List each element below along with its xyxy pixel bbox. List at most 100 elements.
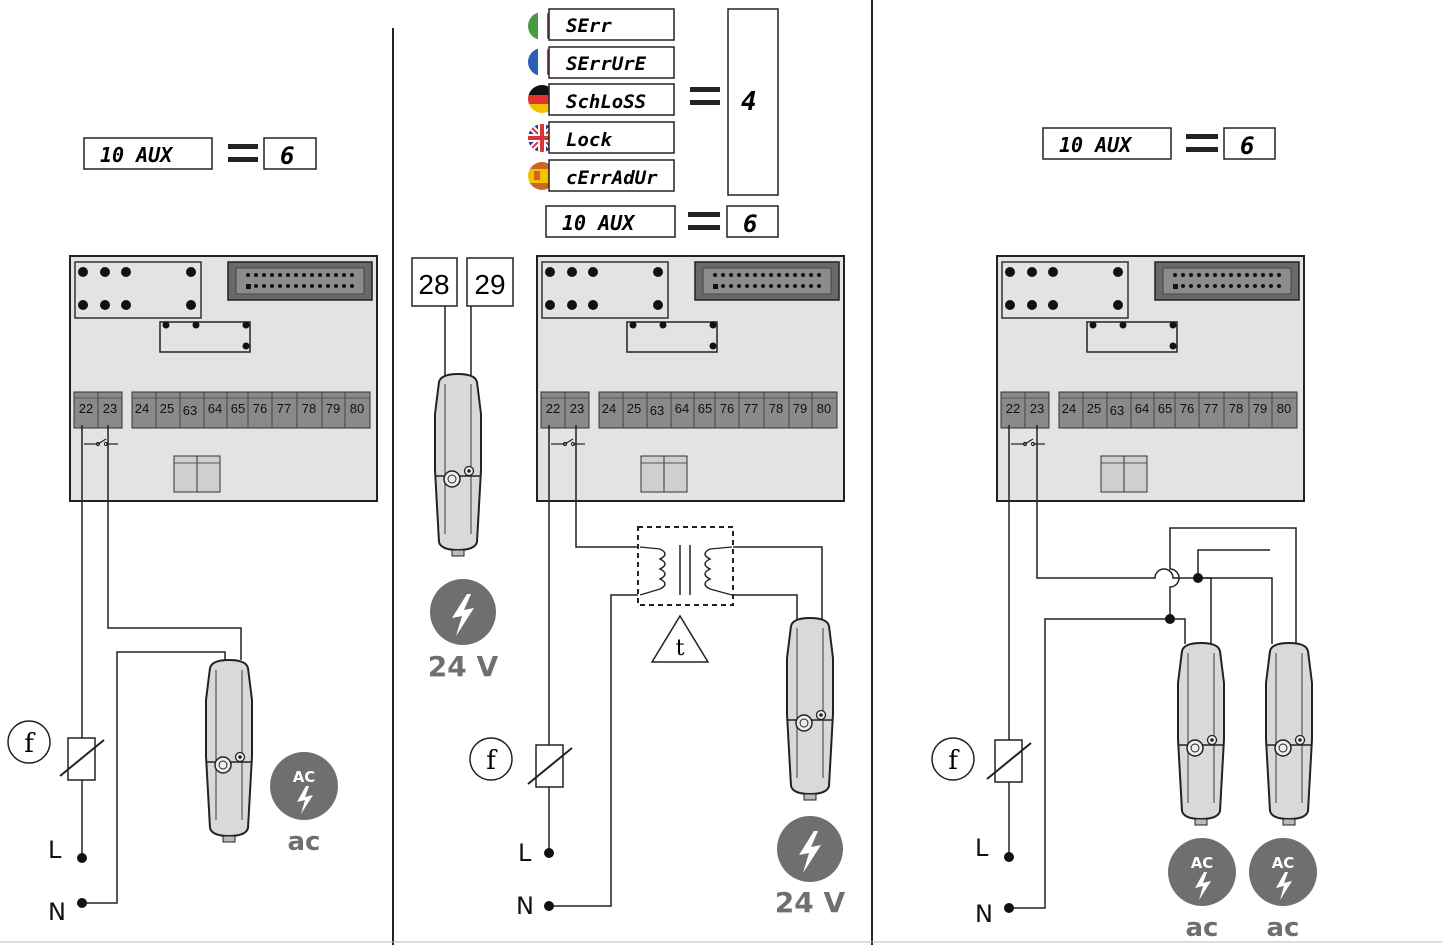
wiring-center bbox=[548, 425, 823, 907]
terminal-label-23: 23 bbox=[103, 401, 117, 416]
voltage-badge-24v-left: 24 V bbox=[428, 579, 499, 683]
ac-caption: ac bbox=[1186, 913, 1219, 943]
terminal-label-25: 25 bbox=[160, 401, 174, 416]
ac-badge: AC ac bbox=[1249, 838, 1317, 943]
terminal-label-77: 77 bbox=[277, 401, 291, 416]
wiring-right bbox=[1008, 425, 1297, 909]
terminal-label-63: 63 bbox=[1110, 403, 1124, 418]
terminal-28-label: 28 bbox=[418, 269, 449, 300]
terminal-dot-l bbox=[544, 848, 554, 858]
terminal-label-22: 22 bbox=[1006, 401, 1020, 416]
fuse-symbol: f bbox=[24, 729, 36, 759]
fuse-center: f bbox=[469, 737, 573, 788]
ac-badge-text: AC bbox=[293, 768, 316, 786]
neutral-label: N bbox=[975, 900, 993, 928]
terminal-label-76: 76 bbox=[720, 401, 734, 416]
terminal-label-24: 24 bbox=[602, 401, 616, 416]
param-code-text: 10 AUX bbox=[1059, 133, 1133, 157]
wiring-left bbox=[81, 425, 242, 904]
terminal-label-76: 76 bbox=[253, 401, 267, 416]
junction-dot bbox=[1165, 614, 1175, 624]
terminal-label-25: 25 bbox=[627, 401, 641, 416]
terminal-label-78: 78 bbox=[302, 401, 316, 416]
param-display-right: 10 AUX 6 bbox=[1042, 127, 1276, 160]
terminal-label-63: 63 bbox=[650, 403, 664, 418]
param-value-text: 6 bbox=[1240, 132, 1254, 160]
terminal-28-29: 28 29 bbox=[411, 257, 514, 378]
param-display-left: 10 AUX 6 bbox=[83, 137, 317, 170]
terminal-label-79: 79 bbox=[326, 401, 340, 416]
terminal-label-76: 76 bbox=[1180, 401, 1194, 416]
terminal-dot-l bbox=[77, 853, 87, 863]
param-display-center: 10 AUX 6 bbox=[545, 205, 779, 238]
param-code-text: 10 AUX bbox=[562, 211, 636, 235]
terminal-dot-n bbox=[77, 898, 87, 908]
line-label: L bbox=[48, 836, 62, 864]
lang-spain-text: cErrAdUr bbox=[566, 167, 658, 189]
param-code-text: 10 AUX bbox=[100, 143, 174, 167]
terminal-label-78: 78 bbox=[1229, 401, 1243, 416]
neutral-label: N bbox=[48, 898, 66, 926]
terminal-dot-n bbox=[1004, 903, 1014, 913]
fuse-left: f bbox=[7, 720, 105, 781]
ac-caption: ac bbox=[1267, 913, 1300, 943]
transformer bbox=[637, 526, 734, 606]
terminal-label-23: 23 bbox=[1030, 401, 1044, 416]
terminal-label-22: 22 bbox=[79, 401, 93, 416]
terminal-dot-n bbox=[544, 901, 554, 911]
voltage-24v-caption: 24 V bbox=[428, 650, 499, 683]
ac-badge-text: AC bbox=[1272, 854, 1295, 872]
electric-lock bbox=[1177, 642, 1225, 826]
terminal-label-64: 64 bbox=[675, 401, 689, 416]
param-value-text: 6 bbox=[743, 210, 757, 238]
voltage-badge-24v-right: 24 V bbox=[775, 816, 846, 919]
terminal-label-78: 78 bbox=[769, 401, 783, 416]
terminal-dot-l bbox=[1004, 852, 1014, 862]
neutral-label: N bbox=[516, 892, 534, 920]
terminal-label-25: 25 bbox=[1087, 401, 1101, 416]
fuse-right: f bbox=[931, 737, 1032, 783]
electric-lock bbox=[1265, 642, 1313, 826]
terminal-label-77: 77 bbox=[744, 401, 758, 416]
electric-lock bbox=[786, 617, 834, 801]
electric-lock bbox=[205, 659, 253, 843]
terminal-29-label: 29 bbox=[474, 269, 505, 300]
line-label: L bbox=[975, 834, 989, 862]
terminal-label-24: 24 bbox=[1062, 401, 1076, 416]
lightning-icon bbox=[1195, 872, 1211, 900]
terminal-label-80: 80 bbox=[350, 401, 364, 416]
voltage-24v-caption: 24 V bbox=[775, 886, 846, 919]
terminal-label-80: 80 bbox=[817, 401, 831, 416]
terminal-label-79: 79 bbox=[1253, 401, 1267, 416]
fuse-symbol: f bbox=[948, 746, 960, 776]
line-label: L bbox=[518, 839, 532, 867]
terminal-label-23: 23 bbox=[570, 401, 584, 416]
ac-badge-text: AC bbox=[1191, 854, 1214, 872]
terminal-label-24: 24 bbox=[135, 401, 149, 416]
terminal-label-63: 63 bbox=[183, 403, 197, 418]
lang-uk-text: Lock bbox=[566, 129, 613, 151]
language-menu: SErr SErrUrE SchLoSS Lock bbox=[528, 8, 779, 196]
terminal-label-64: 64 bbox=[208, 401, 222, 416]
flag-germany-icon bbox=[528, 85, 556, 113]
terminal-label-80: 80 bbox=[1277, 401, 1291, 416]
thermal-protection-icon: t bbox=[650, 614, 710, 663]
lock-value-text: 4 bbox=[741, 87, 757, 117]
terminal-label-22: 22 bbox=[546, 401, 560, 416]
ac-caption: ac bbox=[288, 827, 321, 857]
terminal-label-79: 79 bbox=[793, 401, 807, 416]
ac-badge: AC ac bbox=[270, 752, 338, 857]
ac-badge: AC ac bbox=[1168, 838, 1236, 943]
lightning-icon bbox=[452, 594, 474, 636]
lightning-icon bbox=[799, 831, 821, 873]
terminal-label-64: 64 bbox=[1135, 401, 1149, 416]
param-value-text: 6 bbox=[280, 142, 294, 170]
lang-germany-text: SchLoSS bbox=[566, 91, 646, 113]
lang-italy-text: SErr bbox=[566, 15, 612, 37]
lightning-icon bbox=[1276, 872, 1292, 900]
terminal-label-77: 77 bbox=[1204, 401, 1218, 416]
terminal-label-65: 65 bbox=[1158, 401, 1172, 416]
